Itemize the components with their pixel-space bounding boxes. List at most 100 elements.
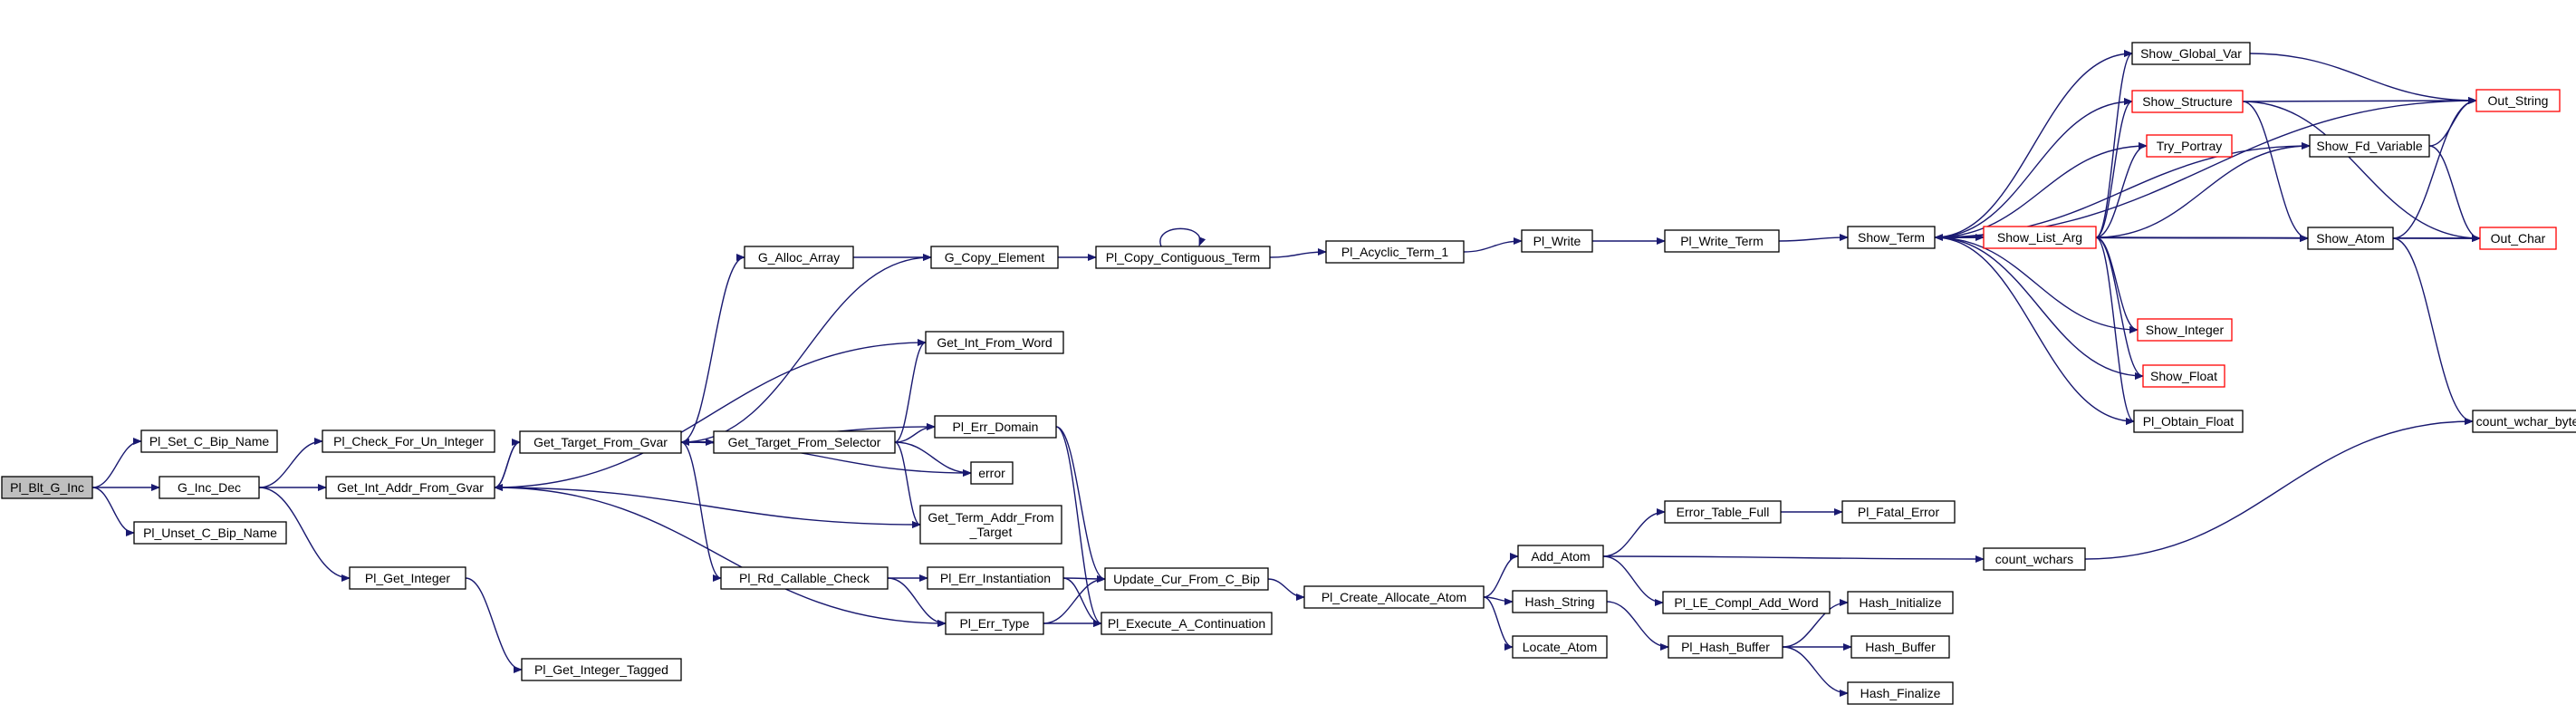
node-get_int_addr_from_gvar[interactable]: Get_Int_Addr_From_Gvar [325,476,495,499]
node-box[interactable] [1101,612,1273,635]
node-locate_atom[interactable]: Locate_Atom [1512,635,1608,659]
node-box[interactable] [521,658,682,681]
node-get_target_from_selector[interactable]: Get_Target_From_Selector [713,430,896,454]
node-box[interactable] [1325,240,1465,264]
node-box[interactable] [2131,90,2244,113]
node-pl_le_compl_add_word[interactable]: Pl_LE_Compl_Add_Word [1662,591,1831,614]
node-pl_get_integer[interactable]: Pl_Get_Integer [349,566,466,590]
node-box[interactable] [159,476,260,499]
node-hash_initialize[interactable]: Hash_Initialize [1847,591,1954,614]
node-pl_set_c_bip_name[interactable]: Pl_Set_C_Bip_Name [140,429,278,453]
node-get_target_from_gvar[interactable]: Get_Target_From_Gvar [519,430,682,454]
node-add_atom[interactable]: Add_Atom [1517,545,1604,568]
node-box[interactable] [325,476,495,499]
node-pl_get_integer_tagged[interactable]: Pl_Get_Integer_Tagged [521,658,682,681]
node-box[interactable] [1841,500,1956,524]
node-box[interactable] [713,430,896,454]
node-pl_err_type[interactable]: Pl_Err_Type [945,612,1044,635]
node-box[interactable] [927,566,1064,590]
node-hash_buffer[interactable]: Hash_Buffer [1850,635,1950,659]
node-box[interactable] [1847,226,1936,249]
node-show_integer[interactable]: Show_Integer [2137,318,2233,342]
node-box[interactable] [744,246,854,269]
node-box[interactable] [1512,635,1608,659]
node-box[interactable] [1668,635,1783,659]
node-out_char[interactable]: Out_Char [2479,227,2557,250]
node-get_int_from_word[interactable]: Get_Int_From_Word [925,331,1064,354]
node-box[interactable] [133,521,287,545]
node-box[interactable] [140,429,278,453]
node-box[interactable] [1,476,93,499]
node-box[interactable] [945,612,1044,635]
node-hash_finalize[interactable]: Hash_Finalize [1847,681,1954,705]
node-box[interactable] [1847,591,1954,614]
node-box[interactable] [1095,246,1271,269]
node-show_term[interactable]: Show_Term [1847,226,1936,249]
node-box[interactable] [2137,318,2233,342]
node-pl_acyclic_term_1[interactable]: Pl_Acyclic_Term_1 [1325,240,1465,264]
node-box[interactable] [2146,134,2233,158]
node-box[interactable] [1512,590,1608,613]
node-box[interactable] [1517,545,1604,568]
node-show_global_var[interactable]: Show_Global_Var [2131,42,2251,65]
node-box[interactable] [1664,229,1780,253]
node-error[interactable]: error [970,461,1014,485]
node-box[interactable] [2142,364,2225,388]
node-count_wchar_bytes[interactable]: count_wchar_bytes [2472,410,2576,433]
node-show_list_arg[interactable]: Show_List_Arg [1983,226,2097,249]
node-show_fd_variable[interactable]: Show_Fd_Variable [2309,134,2430,158]
node-error_table_full[interactable]: Error_Table_Full [1664,500,1782,524]
node-box[interactable] [1983,226,2097,249]
node-pl_obtain_float[interactable]: Pl_Obtain_Float [2133,410,2244,433]
node-box[interactable] [2309,134,2430,158]
node-show_structure[interactable]: Show_Structure [2131,90,2244,113]
node-box[interactable] [1847,681,1954,705]
node-update_cur_from_c_bip[interactable]: Update_Cur_From_C_Bip [1104,567,1269,591]
node-pl_err_domain[interactable]: Pl_Err_Domain [934,415,1057,439]
node-pl_create_allocate_atom[interactable]: Pl_Create_Allocate_Atom [1303,585,1485,609]
node-g_alloc_array[interactable]: G_Alloc_Array [744,246,854,269]
node-box[interactable] [934,415,1057,439]
node-box[interactable] [349,566,466,590]
node-box[interactable] [2133,410,2244,433]
node-show_float[interactable]: Show_Float [2142,364,2225,388]
node-out_string[interactable]: Out_String [2475,89,2561,112]
node-g_inc_dec[interactable]: G_Inc_Dec [159,476,260,499]
node-box[interactable] [720,566,889,590]
node-box[interactable] [1521,229,1593,253]
node-box[interactable] [930,246,1059,269]
node-box[interactable] [1664,500,1782,524]
node-show_atom[interactable]: Show_Atom [2307,227,2394,250]
node-count_wchars[interactable]: count_wchars [1983,547,2086,571]
node-box[interactable] [519,430,682,454]
node-box[interactable] [1850,635,1950,659]
node-pl_blt_g_inc[interactable]: Pl_Blt_G_Inc [1,476,93,499]
node-pl_rd_callable_check[interactable]: Pl_Rd_Callable_Check [720,566,889,590]
node-box[interactable] [925,331,1064,354]
node-box[interactable] [919,505,1062,545]
node-box[interactable] [2472,410,2576,433]
node-pl_write_term[interactable]: Pl_Write_Term [1664,229,1780,253]
node-pl_check_for_un_integer[interactable]: Pl_Check_For_Un_Integer [322,429,495,453]
node-box[interactable] [322,429,495,453]
node-pl_fatal_error[interactable]: Pl_Fatal_Error [1841,500,1956,524]
node-pl_copy_contiguous_term[interactable]: Pl_Copy_Contiguous_Term [1095,246,1271,269]
node-hash_string[interactable]: Hash_String [1512,590,1608,613]
node-box[interactable] [2307,227,2394,250]
node-box[interactable] [2479,227,2557,250]
node-box[interactable] [1104,567,1269,591]
node-pl_write[interactable]: Pl_Write [1521,229,1593,253]
node-box[interactable] [2131,42,2251,65]
node-get_term_addr_from_target[interactable]: Get_Term_Addr_From_Target [919,505,1062,545]
node-box[interactable] [1303,585,1485,609]
node-box[interactable] [2475,89,2561,112]
node-pl_hash_buffer[interactable]: Pl_Hash_Buffer [1668,635,1783,659]
node-pl_err_instantiation[interactable]: Pl_Err_Instantiation [927,566,1064,590]
node-pl_execute_a_continuation[interactable]: Pl_Execute_A_Continuation [1101,612,1273,635]
node-pl_unset_c_bip_name[interactable]: Pl_Unset_C_Bip_Name [133,521,287,545]
node-g_copy_element[interactable]: G_Copy_Element [930,246,1059,269]
node-box[interactable] [970,461,1014,485]
node-box[interactable] [1983,547,2086,571]
node-try_portray[interactable]: Try_Portray [2146,134,2233,158]
node-box[interactable] [1662,591,1831,614]
